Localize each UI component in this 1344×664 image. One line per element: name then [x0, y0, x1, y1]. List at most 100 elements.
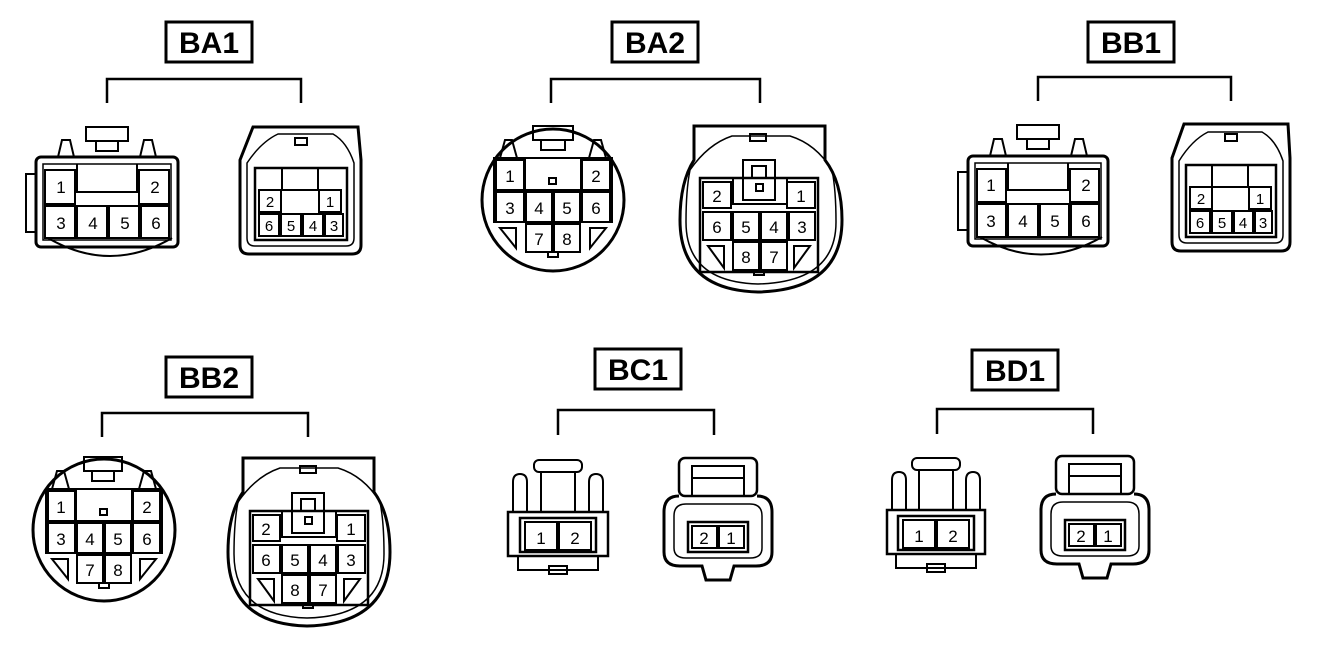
- pin-cell: [47, 490, 76, 522]
- connector-group-bb2: BB2 1 2 3 4 5 6: [31, 355, 392, 628]
- latch-post: [57, 139, 75, 158]
- connector-label-bb1: BB1: [1101, 27, 1161, 60]
- connector-inner-frame: [685, 135, 837, 285]
- pin-cell: [1069, 168, 1100, 203]
- pin-label: 1: [1103, 527, 1112, 546]
- pin-cell: [1095, 523, 1122, 547]
- connector-housing: [662, 494, 774, 582]
- connector-group-bc1: BC1 1 2 2 1: [506, 347, 774, 582]
- pin-cell: [553, 223, 581, 253]
- pin-cell: [702, 211, 732, 241]
- male-connector-ba2: 1 2 3 4 5 6 7 8: [480, 125, 626, 273]
- lock-tab-inner: [95, 140, 119, 152]
- pin-label: 1: [505, 167, 514, 186]
- pin-label: 1: [796, 187, 805, 206]
- lock-tab-inner: [91, 470, 115, 482]
- pin-cell: [525, 191, 553, 223]
- pin-label: 6: [261, 551, 270, 570]
- pin-cell: [104, 554, 132, 584]
- lock-tab: [85, 126, 129, 142]
- connector-housing: [885, 508, 987, 556]
- pin-label: 5: [120, 214, 129, 233]
- pin-label: 3: [346, 551, 355, 570]
- connector-inner-frame: [518, 516, 598, 554]
- pin-label: 8: [290, 581, 299, 600]
- pin-label: 1: [914, 527, 923, 546]
- connector-housing: [1039, 492, 1151, 580]
- pin-label: 3: [986, 212, 995, 231]
- lock-window: [691, 465, 745, 497]
- corner-notch: [343, 578, 362, 605]
- pin-cell: [691, 525, 718, 549]
- male-connector-bc1: 1 2: [506, 459, 610, 575]
- pin-label: 1: [346, 520, 355, 539]
- pin-label: 8: [741, 248, 750, 267]
- pin-label: 1: [56, 178, 65, 197]
- pin-label: 3: [1259, 215, 1267, 232]
- male-connector-bd1: 1 2: [885, 457, 987, 573]
- female-connector-bd1: 2 1: [1039, 454, 1151, 580]
- female-connector-bc1: 2 1: [662, 456, 774, 582]
- connector-base: [517, 556, 599, 571]
- pin-cell: [732, 211, 760, 241]
- pin-label: 2: [712, 187, 721, 206]
- latch-arm: [588, 472, 604, 512]
- pin-cell: [1254, 210, 1273, 234]
- pin-cell: [336, 514, 366, 542]
- latch-post: [1070, 138, 1088, 157]
- pin-label: 2: [142, 498, 151, 517]
- lock-tab-inner: [751, 165, 767, 179]
- corner-notch: [139, 558, 159, 582]
- lock-body: [540, 471, 576, 513]
- connector-label-ba1: BA1: [179, 27, 239, 60]
- key-dot: [753, 269, 765, 276]
- pin-label: 8: [113, 561, 122, 580]
- pin-label: 7: [318, 581, 327, 600]
- pin-cell: [318, 189, 342, 213]
- latch-post: [139, 139, 157, 158]
- pin-cell: [581, 191, 611, 223]
- pin-cell: [258, 189, 282, 213]
- pin-cell: [309, 544, 337, 574]
- lock-tab: [1016, 124, 1060, 140]
- terminal-frame: [1063, 518, 1127, 552]
- lock-body: [918, 469, 954, 511]
- pin-label: 5: [562, 199, 571, 218]
- pin-label: 2: [1076, 527, 1085, 546]
- pin-label: 1: [536, 529, 545, 548]
- pin-cell: [1189, 210, 1211, 234]
- pin-cell: [525, 223, 553, 253]
- bracket-bc1: [556, 408, 716, 435]
- pin-label: 2: [150, 178, 159, 197]
- lock-slot: [749, 133, 767, 142]
- pin-cell: [786, 181, 816, 209]
- pin-label: 4: [534, 199, 543, 218]
- lock-tab: [742, 159, 776, 201]
- pin-cell: [760, 211, 788, 241]
- latch-post: [588, 139, 607, 159]
- pin-label: 2: [1197, 191, 1205, 208]
- pin-cell: [976, 168, 1007, 203]
- latch-post: [989, 138, 1007, 157]
- bracket-bb2: [100, 411, 310, 437]
- connector-group-ba2: BA2 1 2 3 4 5 6: [480, 20, 844, 294]
- connector-label-bc1: BC1: [608, 354, 668, 387]
- key-dot: [302, 602, 314, 609]
- key-dot: [548, 177, 557, 185]
- connector-label-box-bb1: [1086, 20, 1176, 64]
- bracket-ba1: [105, 77, 303, 103]
- pin-cell: [760, 241, 788, 271]
- pin-cell: [324, 213, 344, 237]
- lock-tab: [911, 457, 961, 471]
- pin-cell: [140, 205, 170, 239]
- pin-label: 6: [142, 530, 151, 549]
- pin-cell: [280, 213, 302, 237]
- connector-base: [895, 554, 977, 569]
- lock-slot: [299, 465, 317, 474]
- lock-tab-inner: [300, 498, 316, 512]
- pin-label: 5: [113, 530, 122, 549]
- pin-cell: [252, 514, 281, 542]
- pin-cell: [581, 159, 611, 191]
- connector-inner-frame: [1050, 501, 1140, 557]
